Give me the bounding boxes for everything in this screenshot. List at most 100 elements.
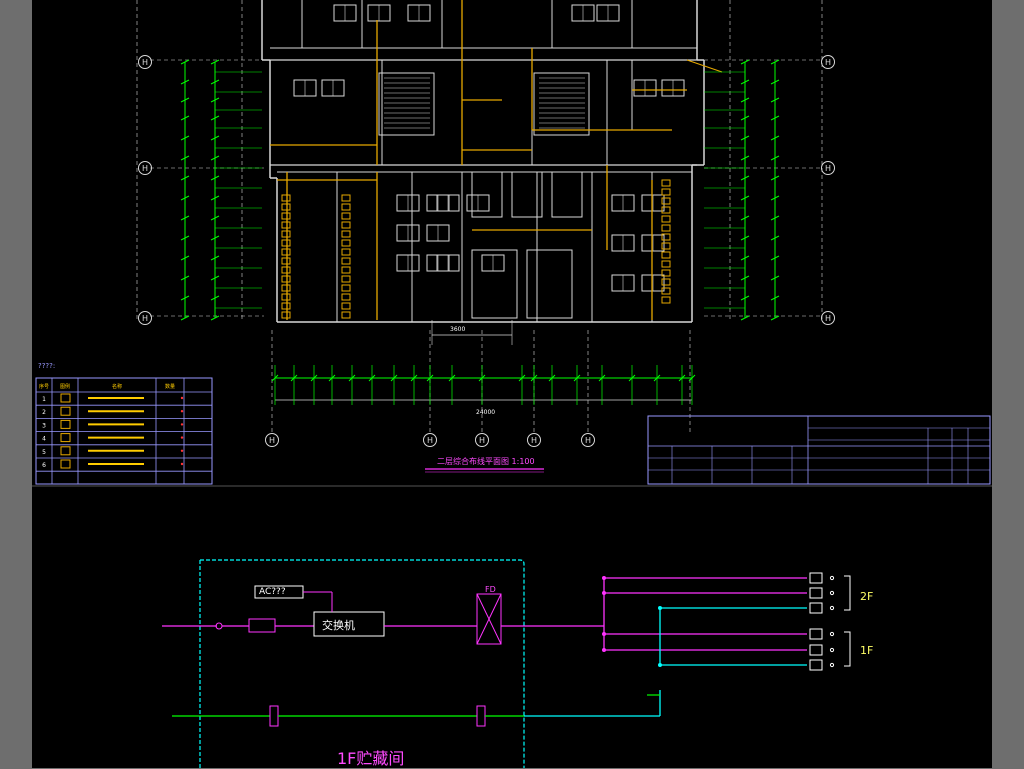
fd-cabinet-label: FD bbox=[485, 585, 496, 594]
workstation-outlet bbox=[341, 248, 351, 256]
legend-qty-mark bbox=[180, 410, 184, 413]
outlet-circle bbox=[829, 662, 835, 668]
switch-label: 交换机 bbox=[322, 619, 355, 632]
dim-chain-right-inner-tick bbox=[740, 135, 750, 141]
legend-row-no: 3 bbox=[42, 422, 46, 429]
axis-bubble-icon bbox=[475, 433, 489, 447]
dim-chain-left-tick bbox=[180, 175, 190, 181]
legend-symbol-icon bbox=[60, 419, 71, 429]
dim-chain-left-tick bbox=[180, 79, 190, 85]
legend-qty-mark bbox=[180, 423, 184, 426]
legend-qty-mark bbox=[180, 449, 184, 452]
workstation-outlet bbox=[661, 269, 671, 277]
workstation-outlet bbox=[341, 239, 351, 247]
dim-chain-right-tick bbox=[770, 97, 780, 103]
axis-bubble-icon bbox=[581, 433, 595, 447]
workstation-outlet bbox=[661, 206, 671, 214]
dim-slash bbox=[410, 374, 418, 382]
room-box bbox=[471, 171, 503, 218]
legend-qty-mark bbox=[180, 462, 184, 466]
workstation-outlet bbox=[341, 293, 351, 301]
dim-slash bbox=[290, 374, 298, 382]
workstation-outlet bbox=[281, 230, 291, 238]
dim-chain-left-inner-tick bbox=[210, 115, 220, 121]
outlet-circle bbox=[829, 631, 835, 637]
legend-row-no: 6 bbox=[42, 462, 46, 469]
workstation-outlet bbox=[281, 194, 291, 202]
dim-slash bbox=[328, 374, 336, 382]
drawing-title: 二层综合布线平面图 1:100 bbox=[437, 457, 535, 466]
dim-chain-left-inner-tick bbox=[210, 255, 220, 261]
dim-chain-right-tick bbox=[770, 235, 780, 241]
axis-bubble-icon-label: H bbox=[427, 436, 433, 445]
dim-slash bbox=[271, 374, 279, 382]
axis-bubble-icon-label: H bbox=[142, 164, 148, 173]
dim-chain-right-inner-tick bbox=[740, 195, 750, 201]
dim-chain-right-tick bbox=[770, 155, 780, 161]
workstation-outlet bbox=[661, 260, 671, 268]
dim-chain-right-inner-tick bbox=[740, 175, 750, 181]
workstation-outlet bbox=[661, 296, 671, 304]
axis-bubble-icon bbox=[138, 161, 152, 175]
dimension-span-label: 3600 bbox=[450, 326, 466, 333]
switch-box bbox=[313, 611, 385, 637]
dim-chain-right-tick bbox=[770, 295, 780, 301]
outlet-circle bbox=[829, 590, 835, 596]
dim-chain-left-tick bbox=[180, 155, 190, 161]
legend-symbol-icon bbox=[60, 406, 71, 416]
workstation-outlet bbox=[341, 266, 351, 274]
dim-chain-right-inner-tick bbox=[740, 215, 750, 221]
dim-chain-right-inner-tick bbox=[740, 97, 750, 103]
workstation-outlet bbox=[281, 275, 291, 283]
dim-slash bbox=[530, 374, 538, 382]
outlet-circle bbox=[829, 575, 835, 581]
axis-bubble-icon bbox=[138, 55, 152, 69]
dim-slash bbox=[426, 374, 434, 382]
dim-slash bbox=[390, 374, 398, 382]
dim-slash bbox=[348, 374, 356, 382]
axis-bubble-icon bbox=[423, 433, 437, 447]
dim-chain-right-tick bbox=[770, 115, 780, 121]
dim-chain-right-tick bbox=[770, 255, 780, 261]
storage-room-boundary bbox=[199, 559, 525, 768]
legend-row-no: 4 bbox=[42, 436, 46, 443]
outlet-circle bbox=[829, 605, 835, 611]
dim-chain-left-inner-tick bbox=[210, 155, 220, 161]
workstation-outlet bbox=[281, 311, 291, 319]
workstation-outlet bbox=[661, 197, 671, 205]
dim-chain-left-inner-tick bbox=[210, 315, 220, 321]
dim-chain-right-tick bbox=[770, 275, 780, 281]
dim-slash bbox=[598, 374, 606, 382]
dim-chain-right-tick bbox=[770, 79, 780, 85]
workstation-outlet bbox=[661, 242, 671, 250]
dim-slash bbox=[310, 374, 318, 382]
workstation-outlet bbox=[341, 284, 351, 292]
dim-slash bbox=[678, 374, 686, 382]
axis-bubble-icon-label: H bbox=[479, 436, 485, 445]
dim-chain-left-tick bbox=[180, 295, 190, 301]
dim-chain-left-tick bbox=[180, 215, 190, 221]
dim-chain-right-tick bbox=[770, 315, 780, 321]
dim-chain-right-inner-tick bbox=[740, 315, 750, 321]
legend-qty-mark bbox=[180, 436, 184, 439]
junction-dot bbox=[602, 648, 606, 652]
dim-chain-left-inner-tick bbox=[210, 195, 220, 201]
workstation-outlet bbox=[281, 212, 291, 220]
dim-chain-right-inner-tick bbox=[740, 235, 750, 241]
dim-chain-left-tick bbox=[180, 115, 190, 121]
stair-left bbox=[378, 72, 435, 136]
dim-chain-left-tick bbox=[180, 195, 190, 201]
dim-chain-right-tick bbox=[770, 135, 780, 141]
workstation-outlet bbox=[281, 284, 291, 292]
dim-chain-left-inner-tick bbox=[210, 79, 220, 85]
room-box bbox=[551, 171, 583, 218]
breaker-icon bbox=[269, 705, 279, 727]
dim-chain-left-tick bbox=[180, 255, 190, 261]
workstation-outlet bbox=[341, 311, 351, 319]
terminal-box-icon bbox=[809, 644, 823, 656]
dim-chain-right-inner-tick bbox=[740, 79, 750, 85]
dim-slash bbox=[448, 374, 456, 382]
axis-bubble-icon bbox=[527, 433, 541, 447]
dim-chain-right-inner-tick bbox=[740, 59, 750, 65]
